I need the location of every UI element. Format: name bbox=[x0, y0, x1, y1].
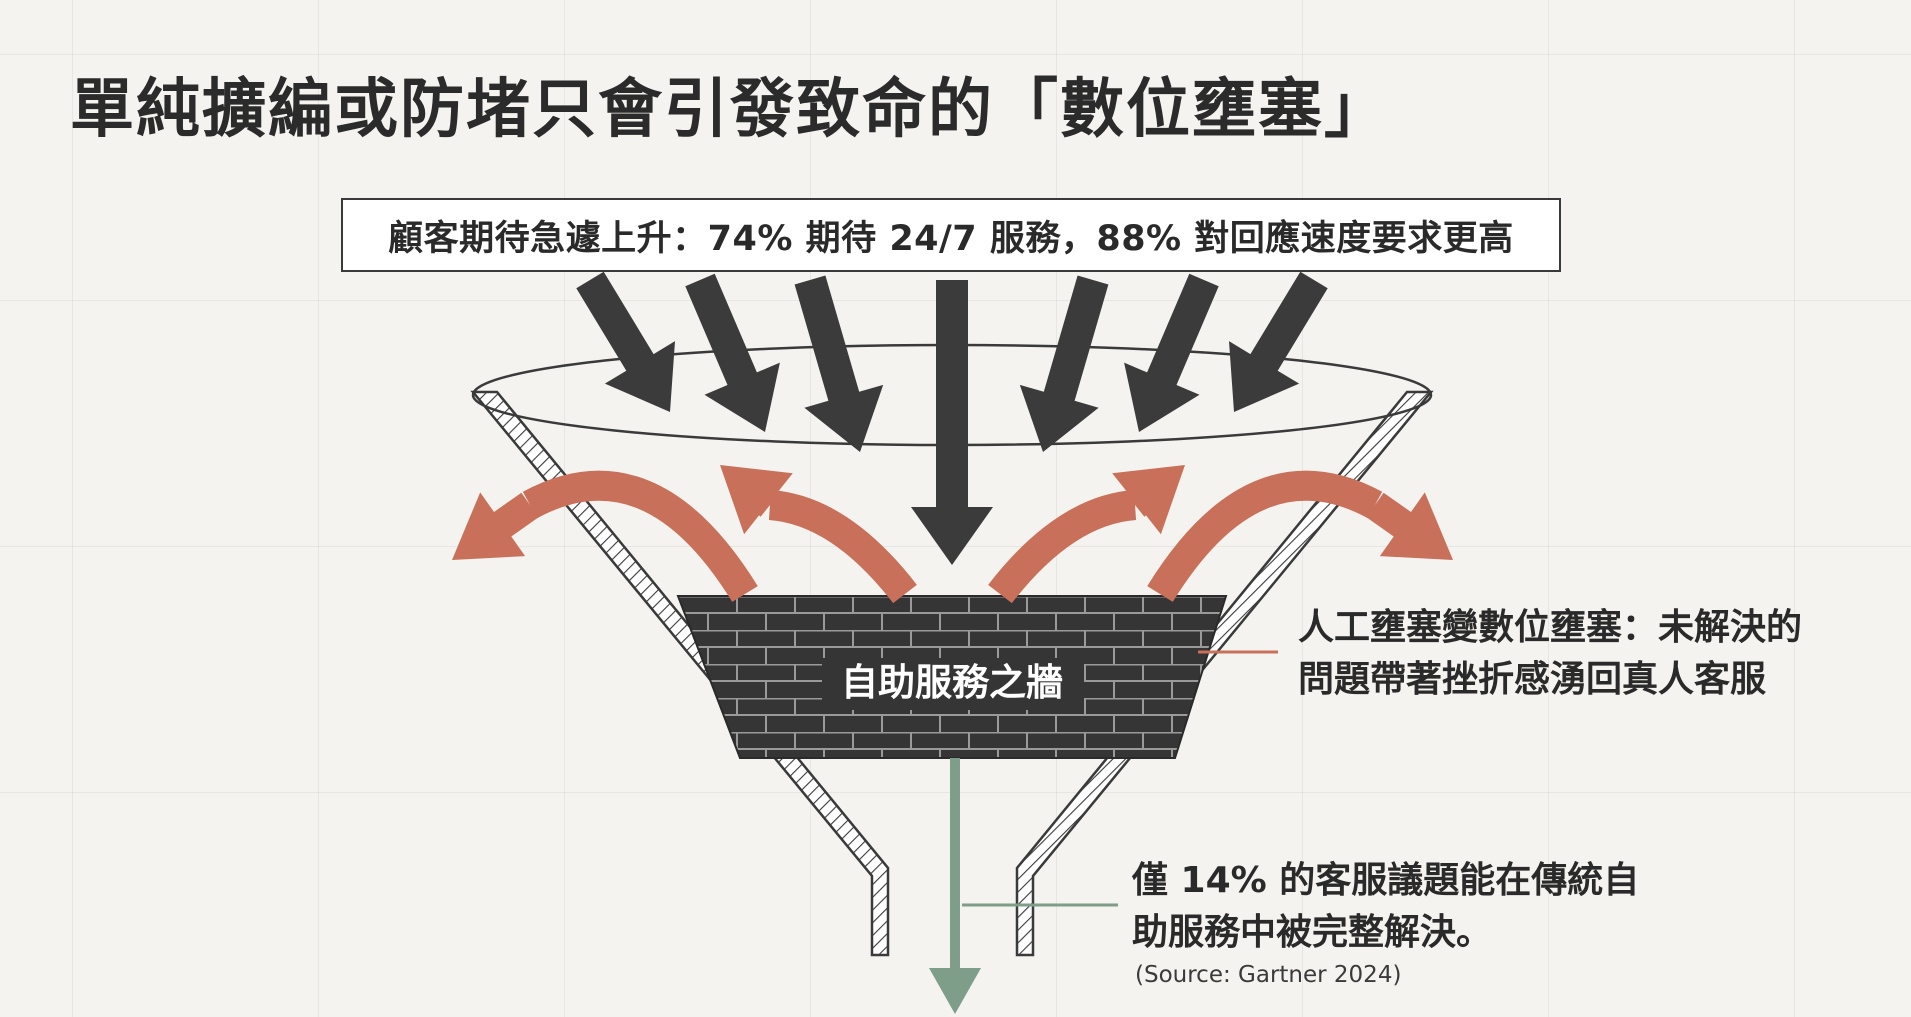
backflow-annotation-line-2: 問題帶著挫折感湧回真人客服 bbox=[1298, 659, 1767, 700]
backflow-arrow-left-shaft bbox=[768, 490, 917, 604]
wall-label: 自助服務之牆 bbox=[841, 661, 1063, 704]
inflow-arrow bbox=[685, 273, 780, 432]
inflow-arrow bbox=[1019, 275, 1109, 452]
resolved-annotation-line-2: 助服務中被完整解決。 bbox=[1132, 912, 1493, 953]
source-citation: (Source: Gartner 2024) bbox=[1135, 962, 1402, 988]
inflow-arrow bbox=[1124, 273, 1219, 432]
backflow-arrow-right-head bbox=[1112, 465, 1185, 535]
backflow-arrow-left-head bbox=[720, 465, 793, 535]
funnel-left-wall bbox=[470, 390, 890, 957]
backflow-arrow-far-right-shaft bbox=[1147, 470, 1383, 602]
resolved-annotation-line-1: 僅 14% 的客服議題能在傳統自 bbox=[1132, 860, 1640, 901]
backflow-arrows bbox=[452, 465, 1453, 604]
inflow-arrow bbox=[576, 271, 675, 412]
backflow-arrow-right-shaft bbox=[988, 490, 1137, 604]
inflow-arrows bbox=[576, 271, 1328, 565]
customer-expectation-banner: 顧客期待急遽上升：74% 期待 24/7 服務，88% 對回應速度要求更高 bbox=[341, 198, 1561, 272]
backflow-annotation-line-1: 人工壅塞變數位壅塞：未解決的 bbox=[1298, 607, 1803, 648]
inflow-arrow bbox=[911, 280, 993, 565]
backflow-arrow-far-right-head bbox=[1366, 492, 1453, 560]
inflow-arrow bbox=[1229, 271, 1328, 412]
resolved-annotation: 僅 14% 的客服議題能在傳統自 助服務中被完整解決。 bbox=[1132, 855, 1639, 959]
resolved-flow-arrow bbox=[929, 758, 981, 1014]
backflow-annotation: 人工壅塞變數位壅塞：未解決的 問題帶著挫折感湧回真人客服 bbox=[1298, 602, 1802, 706]
wall-label-backing bbox=[822, 658, 1084, 710]
backflow-arrow-far-left-head bbox=[452, 492, 539, 560]
slide-title: 單純擴編或防堵只會引發致命的「數位壅塞」 bbox=[70, 73, 1390, 147]
inflow-arrow bbox=[794, 275, 884, 452]
backflow-arrow-far-left-shaft bbox=[522, 470, 758, 602]
